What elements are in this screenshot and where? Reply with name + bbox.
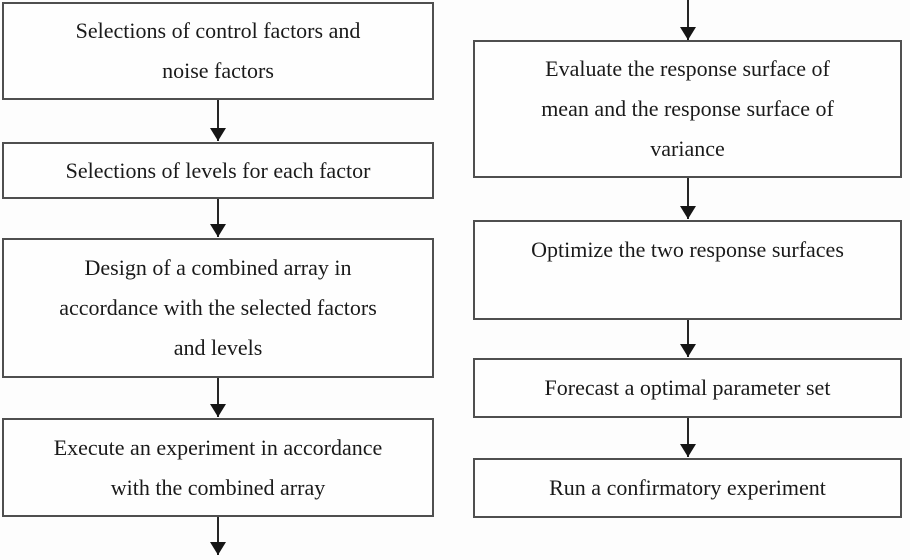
- flow-step-text: Execute an experiment in accordance: [53, 434, 383, 460]
- down-arrow-optimize-to-forecast: [687, 320, 689, 357]
- down-arrow-forecast-to-confirm: [687, 418, 689, 457]
- flow-step-text: accordance with the selected factors: [59, 295, 377, 320]
- flow-step-text: Forecast a optimal parameter set: [544, 375, 831, 400]
- down-arrow-factors-to-levels: [217, 100, 219, 141]
- flow-step-text: Run a confirmatory experiment: [549, 475, 826, 500]
- flow-step-text: Evaluate the response surface of: [545, 56, 830, 81]
- flow-step-text: noise factors: [162, 58, 274, 83]
- flow-step-text: Selections of levels for each factor: [65, 157, 371, 183]
- down-arrow-execute-exit: [217, 517, 219, 555]
- flow-step-text: Selections of control factors and: [75, 18, 361, 43]
- flow-step-text: and levels: [173, 335, 263, 360]
- flow-step-optimize-response-surfaces: Optimize the two response surfaces: [473, 220, 902, 320]
- flow-step-execute-experiment: Execute an experiment in accordance with…: [2, 418, 434, 517]
- down-arrow-evaluate-to-optimize: [687, 178, 689, 219]
- down-arrow-levels-to-design: [217, 199, 219, 237]
- flow-step-text: with the combined array: [110, 474, 326, 500]
- flow-step-text: Optimize the two response surfaces: [531, 237, 844, 262]
- flow-step-text: Design of a combined array in: [84, 255, 352, 280]
- flow-step-select-levels: Selections of levels for each factor: [2, 142, 434, 199]
- flow-step-text: mean and the response surface of: [541, 96, 834, 121]
- flow-step-design-combined-array: Design of a combined array in accordance…: [2, 238, 434, 378]
- flow-step-evaluate-response-surfaces: Evaluate the response surface of mean an…: [473, 40, 902, 178]
- down-arrow-design-to-execute: [217, 378, 219, 417]
- flow-step-forecast-parameter-set: Forecast a optimal parameter set: [473, 358, 902, 418]
- flow-step-text: variance: [650, 136, 725, 161]
- flow-step-select-factors: Selections of control factors and noise …: [2, 2, 434, 100]
- flow-step-confirmatory-experiment: Run a confirmatory experiment: [473, 458, 902, 518]
- down-arrow-entry-to-evaluate: [687, 0, 689, 40]
